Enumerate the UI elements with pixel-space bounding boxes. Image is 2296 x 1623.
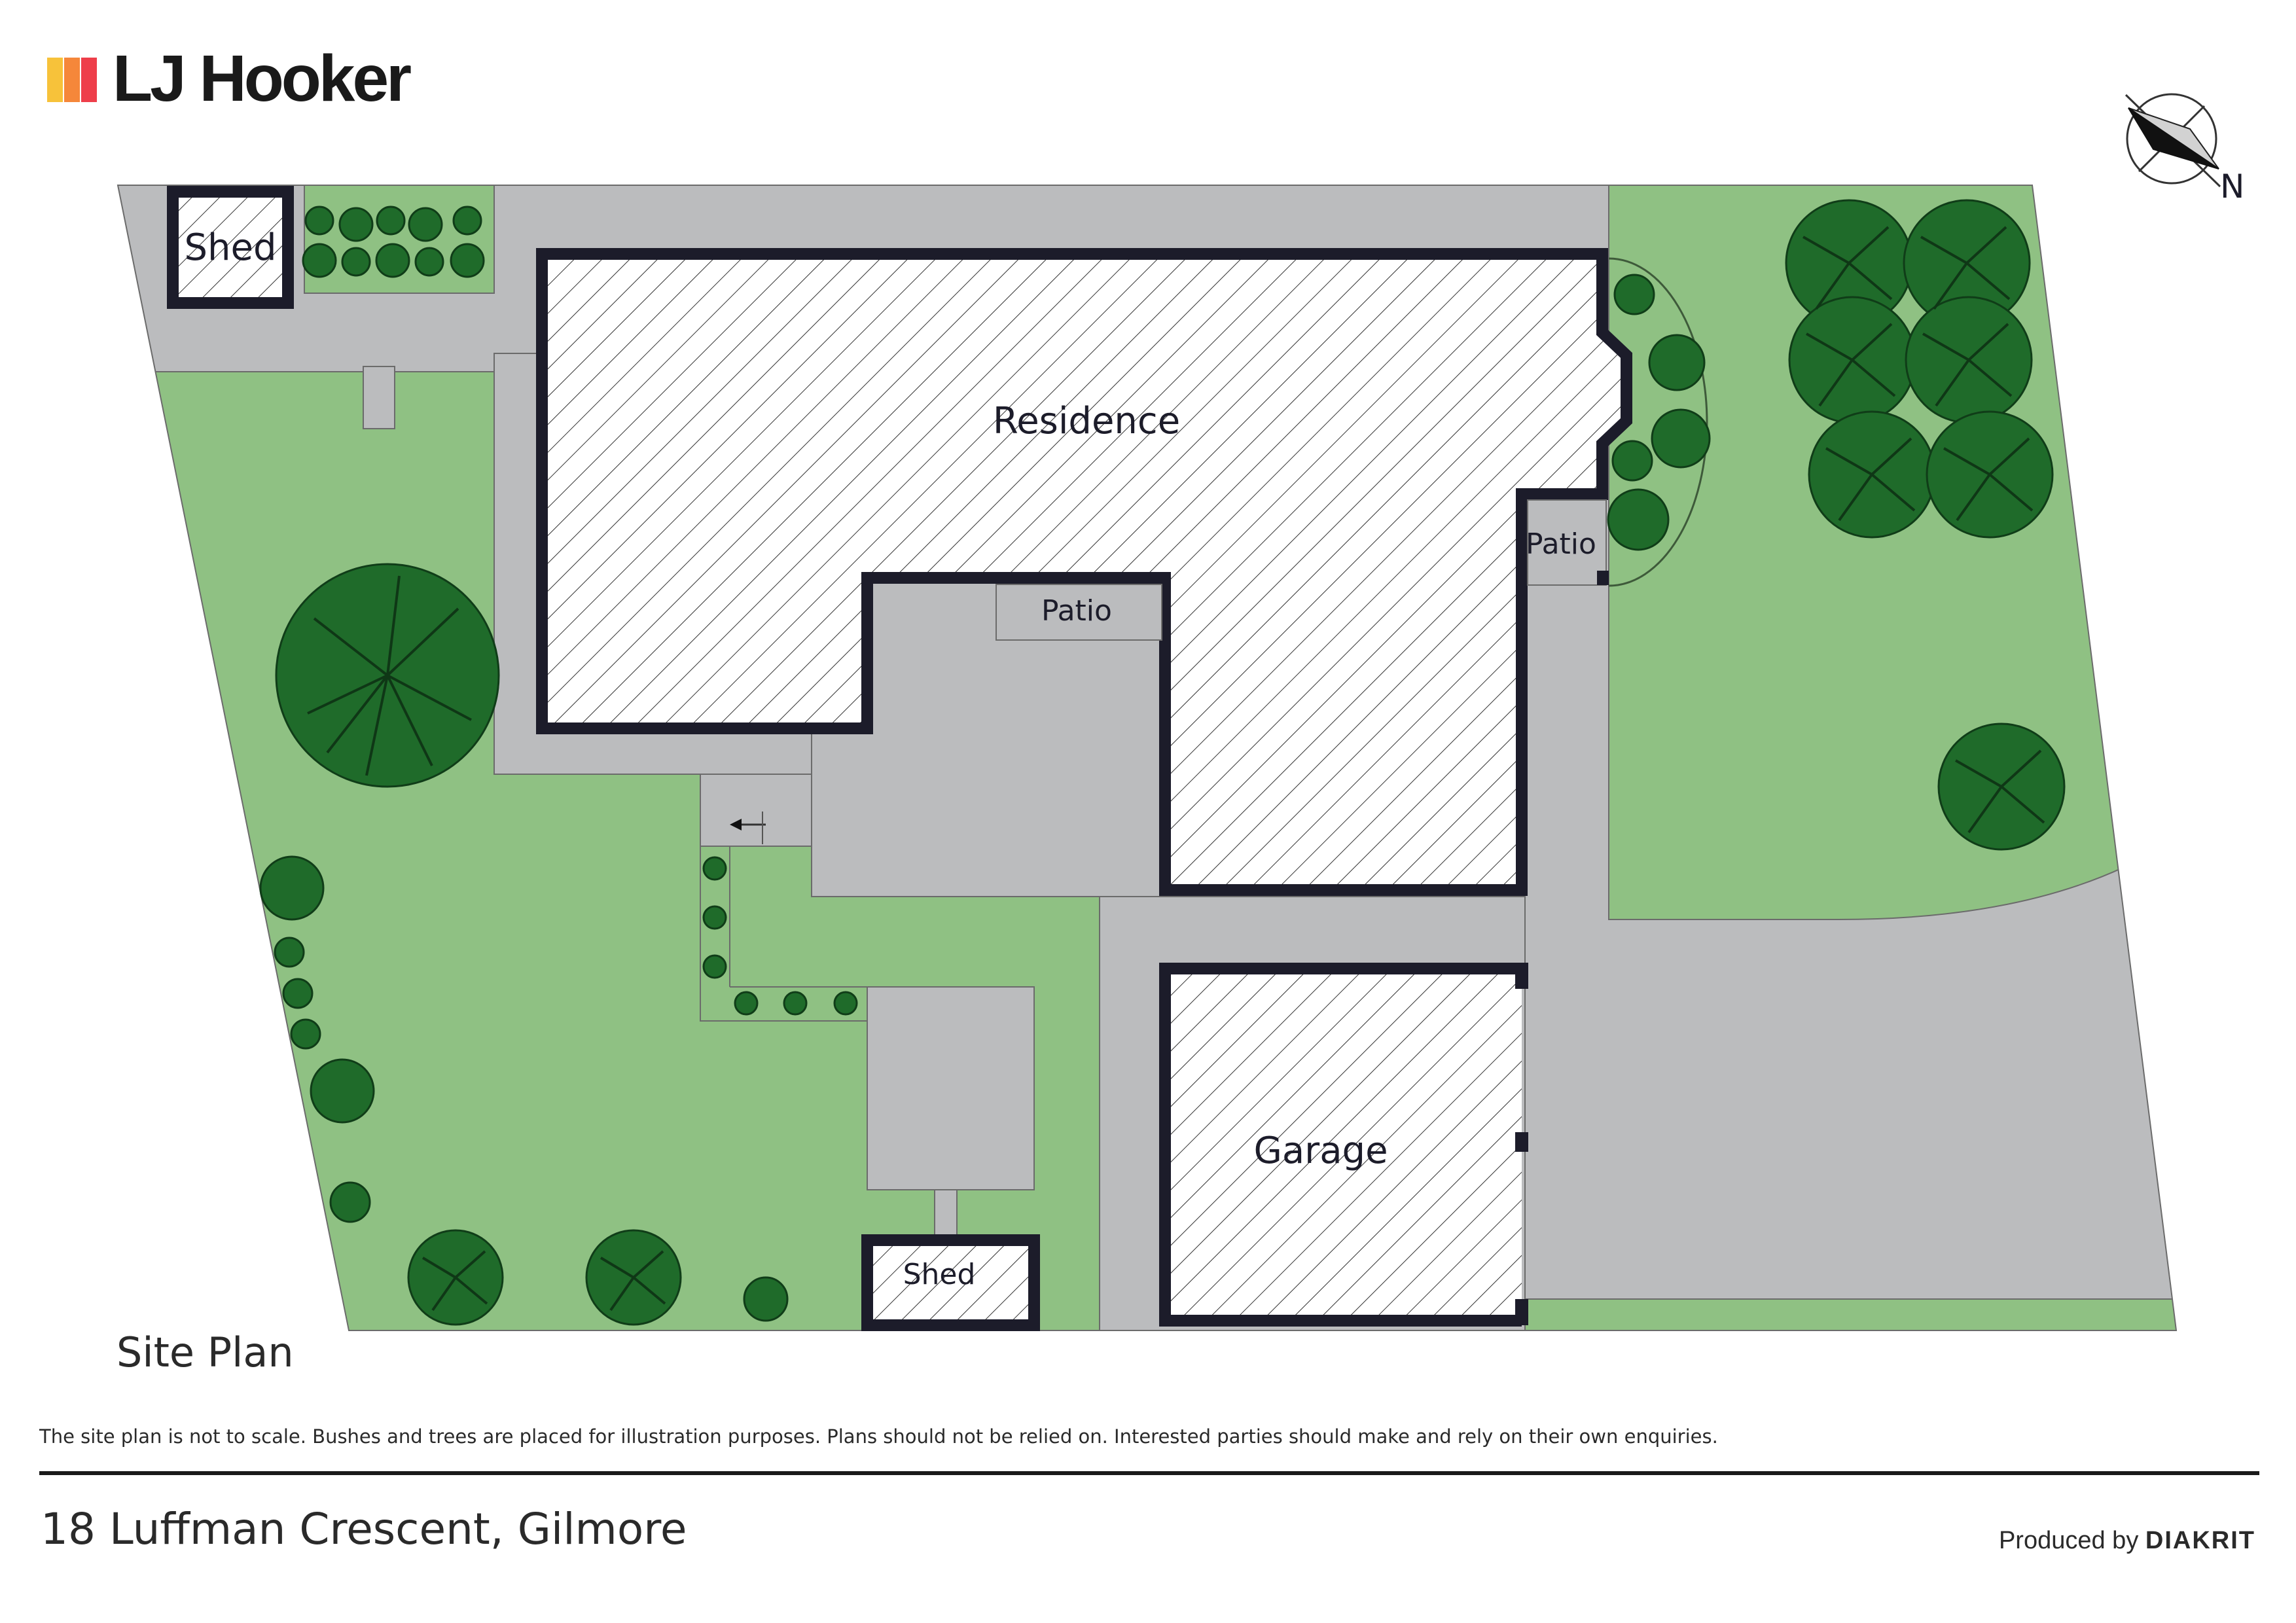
- verge-strip: [1524, 1298, 2176, 1330]
- shrub: [1607, 488, 1670, 551]
- shrub: [341, 247, 371, 277]
- path-notch: [363, 366, 395, 429]
- shrub: [282, 978, 314, 1009]
- shrub: [376, 205, 406, 236]
- garage-building: [1159, 963, 1522, 1327]
- patio-centre: [996, 584, 1162, 641]
- residence-label: Residence: [993, 400, 1180, 442]
- shrub: [414, 247, 444, 277]
- shrub: [274, 936, 305, 968]
- shrub: [310, 1058, 375, 1124]
- shrub: [1651, 408, 1711, 469]
- shrub: [702, 954, 727, 979]
- trees: [259, 199, 2066, 1326]
- stairs-arrow-icon: [730, 812, 766, 844]
- shrub: [304, 205, 334, 236]
- shed-top-label: Shed: [184, 226, 276, 269]
- shrub: [783, 991, 808, 1016]
- shrub: [743, 1276, 789, 1322]
- shrub: [329, 1181, 371, 1223]
- page-title: Site Plan: [117, 1329, 294, 1376]
- shrub: [408, 207, 443, 242]
- steps-pad: [700, 774, 812, 847]
- shrub: [702, 905, 727, 930]
- shrub: [450, 243, 485, 278]
- shrub: [734, 991, 759, 1016]
- property-address: 18 Luffman Crescent, Gilmore: [41, 1504, 687, 1554]
- shed-path: [934, 1189, 958, 1236]
- north-arrow-icon: [2125, 93, 2221, 188]
- front-lawn: [1608, 185, 2176, 920]
- shrub: [338, 207, 374, 242]
- residence-building: [536, 248, 1632, 896]
- patio-right-label: Patio: [1526, 527, 1596, 561]
- shrub: [702, 856, 727, 881]
- shed-top: [167, 186, 294, 309]
- shrub: [1648, 334, 1706, 391]
- disclaimer-text: The site plan is not to scale. Bushes an…: [39, 1425, 1718, 1448]
- logo-mark-icon: [47, 58, 97, 102]
- shrub: [1613, 274, 1655, 315]
- producer-prefix: Produced by: [1998, 1527, 2139, 1554]
- producer-brand: DIAKRIT: [2145, 1527, 2255, 1554]
- shrub: [452, 205, 482, 236]
- shrub: [302, 243, 337, 278]
- brand-logo: LJ Hooker: [46, 42, 412, 115]
- brand-name: LJ Hooker: [113, 42, 412, 115]
- shrub: [833, 991, 858, 1016]
- shrub: [375, 243, 410, 278]
- divider: [39, 1471, 2259, 1475]
- compass-label: N: [2220, 168, 2244, 205]
- rear-pad: [867, 986, 1035, 1190]
- shrub: [1611, 440, 1653, 482]
- shrub: [259, 855, 325, 921]
- producer-credit: Produced by DIAKRIT: [1999, 1527, 2255, 1555]
- garage-label: Garage: [1253, 1130, 1388, 1172]
- hedge-arc: [1608, 257, 1708, 587]
- patio-centre-label: Patio: [1041, 594, 1112, 628]
- shed-bottom-label: Shed: [903, 1258, 976, 1291]
- shrub: [290, 1018, 321, 1050]
- patio-right: [1527, 499, 1607, 586]
- shed-bottom: [861, 1234, 1040, 1331]
